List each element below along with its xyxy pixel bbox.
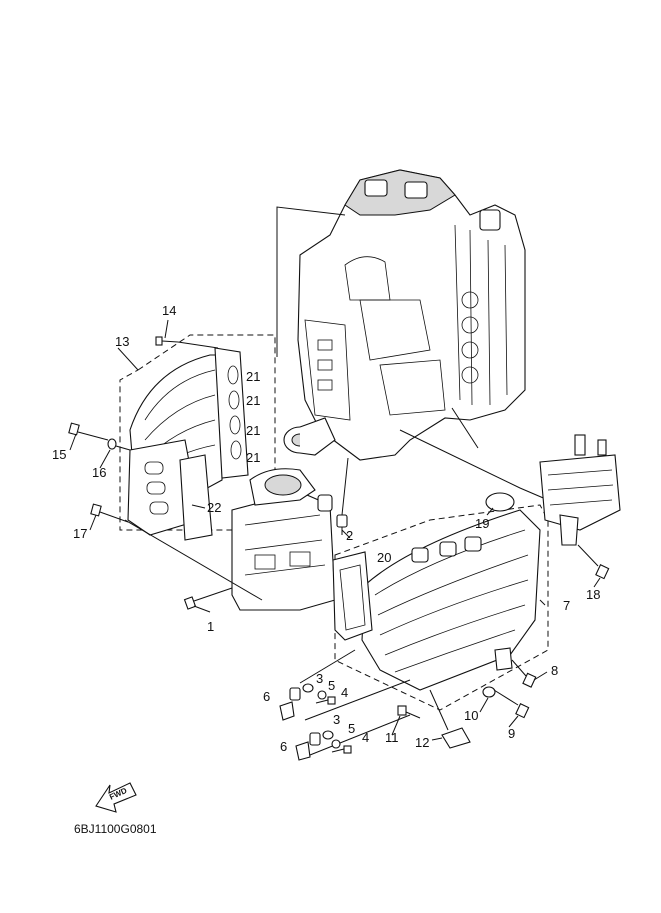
leader-lines bbox=[69, 319, 601, 741]
washer-5a bbox=[317, 690, 327, 700]
callout-5b: 5 bbox=[348, 721, 355, 736]
callout-numbers: 1 2 3 3 4 4 5 5 6 6 7 8 9 10 11 12 13 14… bbox=[52, 303, 600, 754]
bolt-14 bbox=[155, 336, 219, 349]
fwd-arrow-icon: FWD bbox=[95, 782, 137, 813]
bolt-8 bbox=[511, 659, 537, 688]
bolt-17 bbox=[90, 503, 129, 523]
o-ring-19 bbox=[485, 492, 515, 512]
callout-7: 7 bbox=[563, 598, 570, 613]
callout-3b: 3 bbox=[333, 712, 340, 727]
washer-5b bbox=[331, 739, 341, 749]
callout-13: 13 bbox=[115, 334, 129, 349]
hose-joint-6b bbox=[295, 732, 321, 761]
intake-manifold-right bbox=[361, 509, 541, 691]
hose-joint-6a bbox=[279, 687, 301, 721]
callout-1: 1 bbox=[207, 619, 214, 634]
callout-19: 19 bbox=[475, 516, 489, 531]
washer-10 bbox=[482, 686, 496, 698]
gasket-20 bbox=[332, 551, 373, 641]
callout-4b: 4 bbox=[362, 730, 369, 745]
callout-8: 8 bbox=[551, 663, 558, 678]
callout-12: 12 bbox=[415, 735, 429, 750]
callout-18: 18 bbox=[586, 587, 600, 602]
bolt-11 bbox=[397, 705, 421, 719]
clamp-12 bbox=[441, 727, 471, 749]
cylinder-block bbox=[283, 169, 526, 461]
callout-10: 10 bbox=[464, 708, 478, 723]
callout-20: 20 bbox=[377, 550, 391, 565]
washer-16 bbox=[107, 438, 117, 450]
callout-21c: 21 bbox=[246, 423, 260, 438]
callout-21d: 21 bbox=[246, 450, 260, 465]
callout-11: 11 bbox=[385, 730, 399, 745]
callout-16: 16 bbox=[92, 465, 106, 480]
bolt-18 bbox=[577, 544, 610, 580]
callout-6a: 6 bbox=[263, 689, 270, 704]
diagram-code: 6BJ1100G0801 bbox=[74, 822, 157, 836]
callout-5a: 5 bbox=[328, 678, 335, 693]
washer-3b bbox=[322, 730, 334, 740]
callout-22: 22 bbox=[207, 500, 221, 515]
screw-4b bbox=[331, 745, 352, 754]
stud-2 bbox=[336, 457, 349, 535]
intake-manifold-left bbox=[127, 347, 249, 541]
washer-3a bbox=[302, 683, 314, 693]
screw-4a bbox=[315, 696, 336, 705]
callout-2: 2 bbox=[346, 528, 353, 543]
callout-14: 14 bbox=[162, 303, 176, 318]
callout-21b: 21 bbox=[246, 393, 260, 408]
callout-15: 15 bbox=[52, 447, 66, 462]
callout-9: 9 bbox=[508, 726, 515, 741]
bolt-15 bbox=[68, 422, 109, 441]
callout-21a: 21 bbox=[246, 369, 260, 384]
throttle-body-assembly bbox=[231, 468, 336, 611]
callout-17: 17 bbox=[73, 526, 87, 541]
bolt-9 bbox=[493, 689, 530, 719]
bolt-1 bbox=[183, 587, 233, 610]
callout-6b: 6 bbox=[280, 739, 287, 754]
sensor-bracket-assembly bbox=[539, 434, 621, 546]
callout-4a: 4 bbox=[341, 685, 348, 700]
callout-3a: 3 bbox=[316, 671, 323, 686]
